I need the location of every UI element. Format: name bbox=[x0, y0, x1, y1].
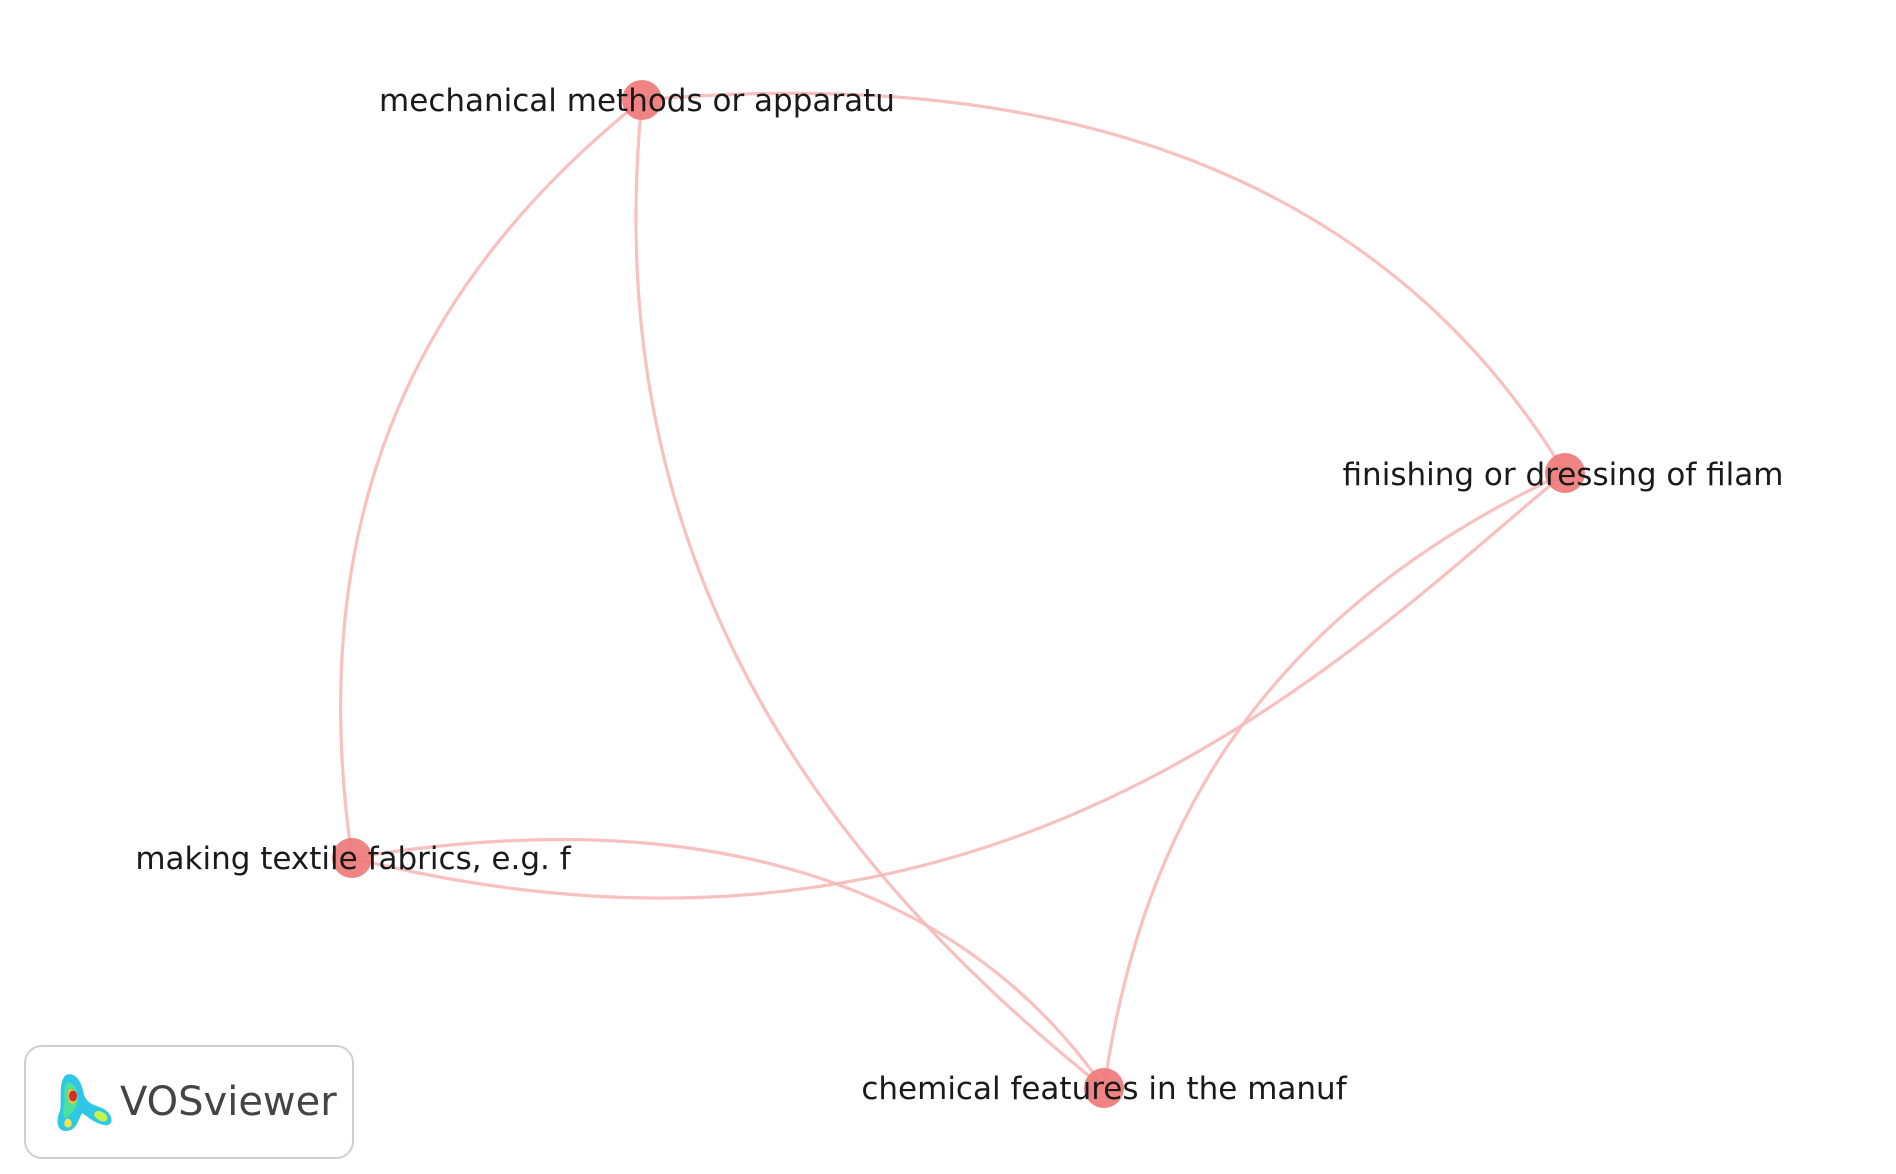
node-n3[interactable] bbox=[332, 838, 372, 878]
link-n1-n4 bbox=[634, 99, 1105, 1090]
node-label-n4[interactable]: chemical features in the manuf bbox=[861, 1071, 1347, 1107]
link-n1-n3 bbox=[339, 98, 644, 859]
node-n1[interactable] bbox=[622, 80, 662, 120]
link-n1-n2 bbox=[641, 91, 1567, 474]
node-label-n2[interactable]: finishing or dressing of filam bbox=[1343, 457, 1784, 493]
vosviewer-logo-icon bbox=[57, 1074, 112, 1131]
link-n3-n4 bbox=[351, 838, 1106, 1089]
link-n2-n3 bbox=[351, 471, 1567, 900]
node-label-n1[interactable]: mechanical methods or apparatu bbox=[379, 83, 895, 119]
vosviewer-logo-text: VOSviewer bbox=[120, 1079, 337, 1125]
link-n2-n4 bbox=[1102, 471, 1566, 1089]
vosviewer-logo: VOSviewer bbox=[24, 1045, 354, 1159]
node-n2[interactable] bbox=[1545, 453, 1585, 493]
node-label-n3[interactable]: making textile fabrics, e.g. f bbox=[135, 841, 571, 877]
node-n4[interactable] bbox=[1084, 1068, 1124, 1108]
